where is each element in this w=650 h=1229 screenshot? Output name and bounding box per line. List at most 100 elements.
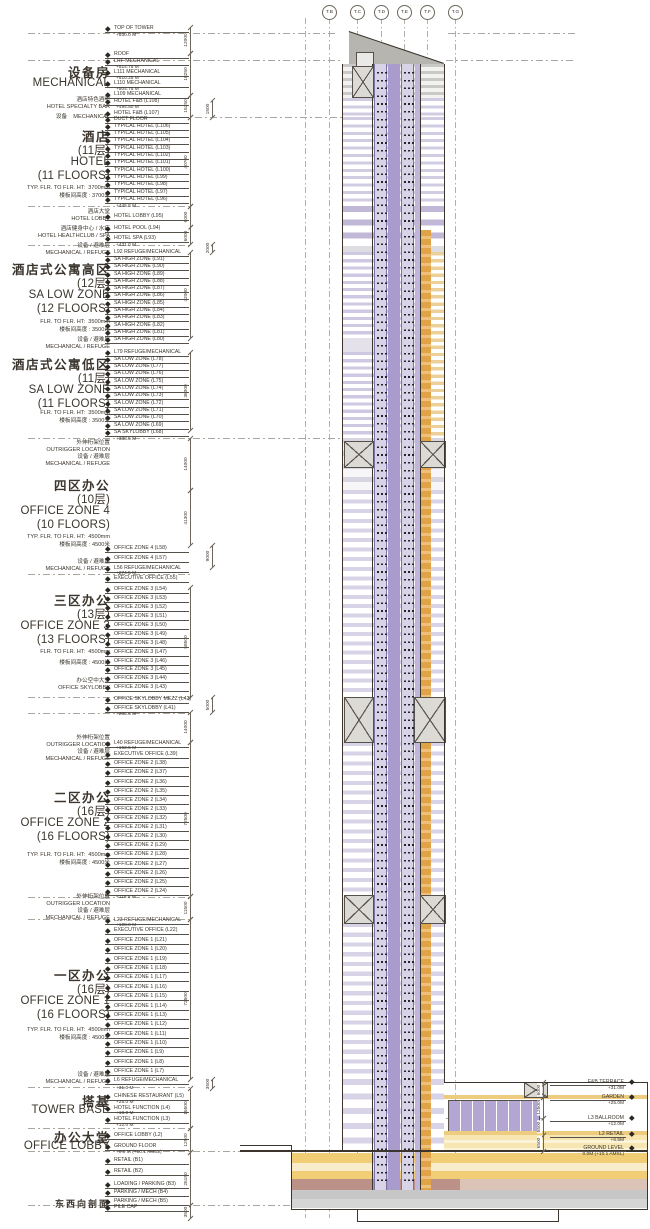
level-marker-icon bbox=[105, 870, 111, 876]
floor-label: OFFICE ZONE 1 (L12) bbox=[114, 1021, 167, 1027]
level-marker-icon bbox=[105, 824, 111, 830]
level-marker-icon bbox=[105, 400, 111, 406]
podium-label-row: GROUND LEVEL 0.0M (+10.1 AMSL) bbox=[550, 1145, 635, 1158]
floor-label: PARKING / MECH (B4) bbox=[114, 1189, 168, 1195]
floor-label: OFFICE ZONE 2 (L31) bbox=[114, 824, 167, 830]
floor-label: OFFICE ZONE 3 (L45) bbox=[114, 666, 167, 672]
zone-label: 外伸桁架位置 bbox=[76, 894, 110, 900]
level-marker-icon bbox=[105, 174, 111, 180]
floor-label: TYPICAL HOTEL (L97) bbox=[114, 189, 168, 195]
grid-bubble: T.F bbox=[420, 5, 435, 20]
floor-label-row: L56 REFUGE/MECHANICAL bbox=[105, 565, 189, 573]
level-marker-icon bbox=[105, 225, 111, 231]
floor-label: OFFICE ZONE 4 (L57) bbox=[114, 555, 167, 561]
level-marker-icon bbox=[105, 378, 111, 384]
level-marker-icon bbox=[105, 740, 111, 746]
level-marker-icon bbox=[105, 751, 111, 757]
floor-label: OFFICE ZONE 1 (L20) bbox=[114, 946, 167, 952]
level-marker-icon bbox=[105, 545, 111, 551]
floor-label: SA LOW ZONE (L76) bbox=[114, 370, 164, 376]
floor-label: TOP OF TOWER bbox=[114, 25, 154, 31]
floor-label: +431.0 M bbox=[116, 243, 137, 248]
tower-face-right bbox=[444, 64, 445, 1083]
grid-bubble: T.C bbox=[350, 5, 365, 20]
level-marker-icon bbox=[105, 1204, 111, 1210]
zone-label: HOTEL HEALTHCLUB / SPA bbox=[37, 233, 110, 239]
floor-label: OFFICE ZONE 1 (L11) bbox=[114, 1031, 167, 1037]
dimension-value: 1500 bbox=[205, 102, 211, 115]
level-marker-icon bbox=[105, 1040, 111, 1046]
zone-label: 二区办公 bbox=[53, 791, 110, 805]
level-marker-icon bbox=[105, 595, 111, 601]
floor-label: OFFICE LOBBY (L2) bbox=[114, 1132, 163, 1138]
zone-label: 三区办公 bbox=[53, 594, 110, 608]
floor-label: SA HIGH ZONE (L88) bbox=[114, 278, 165, 284]
floor-label-row: OFFICE ZONE 2 (L35) bbox=[105, 788, 189, 796]
floor-label-row: OFFICE ZONE 2 (L38) bbox=[105, 760, 189, 768]
dimension: 72500 bbox=[183, 742, 191, 896]
floor-label: L79 REFUGE/MECHANICAL bbox=[114, 349, 182, 355]
basement-b1 bbox=[292, 1153, 648, 1163]
floor-label: TYPICAL HOTEL (L101) bbox=[114, 159, 171, 165]
floor-label-row: OFFICE ZONE 2 (L26) bbox=[105, 870, 189, 878]
level-marker-icon bbox=[105, 788, 111, 794]
level-line bbox=[446, 60, 574, 61]
floor-label: HOTEL F&B (L107) bbox=[114, 110, 160, 116]
floor-label-row: +18.0 M bbox=[114, 1111, 190, 1117]
grid-bubble: T.E bbox=[397, 5, 412, 20]
floor-label-row: PARKING / MECH (B5) bbox=[105, 1198, 189, 1206]
floor-label: SA HIGH ZONE (L86) bbox=[114, 292, 165, 298]
level-line bbox=[28, 1128, 193, 1129]
floor-label: OFFICE ZONE 2 (L26) bbox=[114, 870, 167, 876]
zone-label: (11层) bbox=[77, 145, 110, 157]
floor-label: +274.5 M bbox=[116, 571, 137, 576]
level-marker-icon bbox=[105, 851, 111, 857]
level-marker-icon bbox=[105, 658, 111, 664]
dimension: 6000 bbox=[183, 206, 191, 227]
floor-label: OFFICE ZONE 2 (L36) bbox=[114, 779, 167, 785]
level-line bbox=[28, 60, 340, 61]
pile-cap-line bbox=[292, 1209, 648, 1210]
floor-label-row: SA LOW ZONE (L75) bbox=[105, 378, 189, 386]
dimension: 18250 bbox=[183, 53, 191, 95]
floor-label-row: L109 MECHANICAL bbox=[105, 91, 189, 99]
floor-label: L111 MECHANICAL bbox=[114, 69, 161, 75]
dimension: 6000 bbox=[536, 1082, 544, 1097]
floor-label-row: OFFICE ZONE 2 (L24) bbox=[105, 888, 189, 896]
level-marker-icon bbox=[105, 1181, 111, 1187]
level-marker-icon bbox=[105, 25, 111, 31]
dimension: 5500 bbox=[536, 1118, 544, 1135]
level-marker-icon bbox=[105, 586, 111, 592]
floor-label-row: SA LOW ZONE (L72) bbox=[105, 400, 189, 408]
level-marker-icon bbox=[105, 575, 111, 581]
floor-label-row: EXECUTIVE OFFICE (L22) bbox=[105, 927, 189, 935]
floor-label: OFFICE SKYLOBBY (L41) bbox=[114, 705, 176, 711]
floor-label-row: +274.5 M bbox=[114, 571, 190, 577]
zone-label: SA LOW ZONE bbox=[28, 289, 110, 301]
floor-label-row: SA LOW ZONE (L73) bbox=[105, 392, 189, 400]
floor-label: +338.5 M bbox=[116, 437, 137, 442]
zone-label: 设备 / 避难层 bbox=[77, 454, 110, 460]
level-marker-icon bbox=[105, 167, 111, 173]
dimension-value: 14000 bbox=[183, 456, 189, 472]
zone-label: (11层) bbox=[77, 373, 110, 385]
floor-label-row: TYPICAL HOTEL (L97) bbox=[105, 189, 189, 197]
level-marker-icon bbox=[105, 1189, 111, 1195]
floor-label: +25.0 M bbox=[116, 1100, 134, 1105]
floor-label-row: OFFICE ZONE 3 (L46) bbox=[105, 658, 189, 666]
floor-label-row: +25.0 M bbox=[114, 1100, 190, 1106]
level-marker-icon bbox=[105, 307, 111, 313]
level-marker-icon bbox=[105, 640, 111, 646]
level-marker-icon bbox=[105, 80, 111, 86]
floor-label-row: OFFICE ZONE 2 (L29) bbox=[105, 842, 189, 850]
elevator-dots bbox=[412, 72, 414, 1184]
level-marker-icon bbox=[105, 888, 111, 894]
floor-label: HOTEL SPA (L93) bbox=[114, 235, 156, 241]
zone-label: MECHANICAL / REFUGE bbox=[45, 1079, 110, 1085]
level-marker-icon bbox=[105, 927, 111, 933]
floor-label: SA HIGH ZONE (L85) bbox=[114, 300, 165, 306]
level-line bbox=[28, 697, 193, 698]
zone-label: 设备 / 避难层 bbox=[77, 337, 110, 343]
floor-label-row: +108.0 M bbox=[114, 923, 190, 929]
floor-label: HOTEL POOL (L94) bbox=[114, 225, 161, 231]
